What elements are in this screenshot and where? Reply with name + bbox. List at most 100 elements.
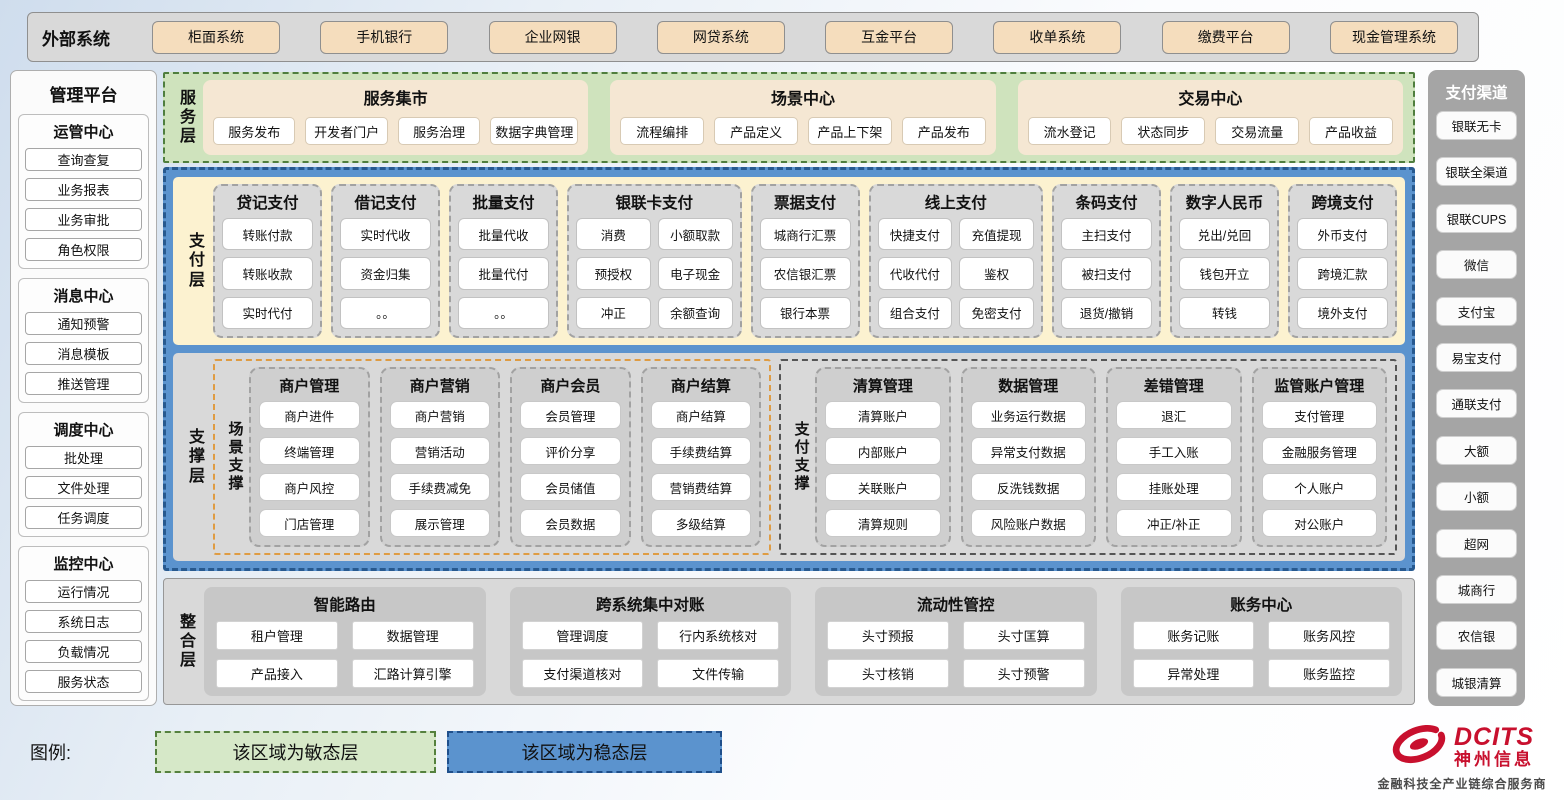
payment-item-button[interactable]: 快捷支付	[877, 218, 953, 251]
external-system-button[interactable]: 缴费平台	[1161, 20, 1290, 54]
channel-button[interactable]: 银联CUPS	[1436, 203, 1517, 233]
external-system-button[interactable]: 手机银行	[320, 20, 449, 54]
support-item-button[interactable]: 多级结算	[650, 509, 752, 537]
support-item-button[interactable]: 手续费减免	[389, 473, 491, 501]
management-item-button[interactable]: 批处理	[25, 446, 142, 469]
support-item-button[interactable]: 冲正/补正	[1116, 509, 1232, 537]
external-system-button[interactable]: 互金平台	[825, 20, 954, 54]
channel-button[interactable]: 农信银	[1436, 621, 1517, 651]
integration-item-button[interactable]: 账务风控	[1268, 621, 1390, 650]
support-item-button[interactable]: 会员数据	[520, 509, 621, 537]
service-item-button[interactable]: 数据字典管理	[490, 117, 579, 145]
channel-button[interactable]: 城银清算	[1436, 667, 1517, 697]
support-item-button[interactable]: 业务运行数据	[970, 401, 1087, 429]
integration-item-button[interactable]: 头寸预报	[827, 621, 949, 650]
payment-item-button[interactable]: 冲正	[576, 296, 651, 329]
management-item-button[interactable]: 任务调度	[25, 506, 142, 529]
integration-item-button[interactable]: 产品接入	[216, 659, 338, 688]
payment-item-button[interactable]: 预授权	[576, 257, 651, 290]
management-item-button[interactable]: 负载情况	[25, 640, 142, 663]
integration-item-button[interactable]: 汇路计算引擎	[351, 659, 474, 688]
support-item-button[interactable]: 金融服务管理	[1261, 437, 1377, 465]
service-item-button[interactable]: 状态同步	[1121, 117, 1206, 145]
integration-item-button[interactable]: 账务记账	[1132, 621, 1255, 650]
payment-item-button[interactable]: 跨境汇款	[1297, 257, 1389, 290]
support-item-button[interactable]: 关联账户	[825, 473, 941, 501]
payment-item-button[interactable]: 钱包开立	[1179, 257, 1271, 290]
payment-item-button[interactable]: 。。	[458, 296, 549, 329]
payment-item-button[interactable]: 小额取款	[657, 218, 733, 251]
payment-item-button[interactable]: 被扫支付	[1061, 257, 1153, 290]
service-item-button[interactable]: 开发者门户	[305, 117, 388, 145]
support-item-button[interactable]: 手工入账	[1116, 437, 1232, 465]
payment-item-button[interactable]: 银行本票	[759, 296, 851, 329]
management-item-button[interactable]: 业务审批	[25, 208, 142, 231]
support-item-button[interactable]: 商户进件	[259, 401, 360, 429]
service-item-button[interactable]: 产品上下架	[807, 117, 892, 145]
service-item-button[interactable]: 产品收益	[1309, 117, 1393, 145]
integration-item-button[interactable]: 文件传输	[657, 659, 779, 688]
external-system-button[interactable]: 现金管理系统	[1329, 20, 1458, 54]
channel-button[interactable]: 易宝支付	[1436, 343, 1517, 373]
payment-item-button[interactable]: 实时代收	[340, 218, 431, 251]
payment-item-button[interactable]: 外币支付	[1297, 218, 1389, 251]
management-item-button[interactable]: 消息模板	[25, 342, 142, 365]
support-item-button[interactable]: 清算账户	[825, 401, 941, 429]
channel-button[interactable]: 大额	[1436, 435, 1517, 465]
channel-button[interactable]: 小额	[1436, 482, 1517, 512]
integration-item-button[interactable]: 头寸匡算	[962, 621, 1085, 650]
channel-button[interactable]: 银联无卡	[1436, 111, 1517, 140]
integration-item-button[interactable]: 头寸核销	[827, 659, 949, 688]
payment-item-button[interactable]: 兑出/兑回	[1179, 218, 1271, 251]
payment-item-button[interactable]: 转钱	[1179, 296, 1271, 329]
payment-item-button[interactable]: 代收代付	[877, 257, 953, 290]
payment-item-button[interactable]: 余额查询	[657, 296, 733, 329]
support-item-button[interactable]: 会员储值	[520, 473, 621, 501]
management-item-button[interactable]: 推送管理	[25, 372, 142, 395]
support-item-button[interactable]: 手续费结算	[650, 437, 752, 465]
external-system-button[interactable]: 柜面系统	[152, 20, 280, 54]
support-item-button[interactable]: 营销费结算	[650, 473, 752, 501]
support-item-button[interactable]: 支付管理	[1261, 401, 1377, 429]
management-item-button[interactable]: 系统日志	[25, 610, 142, 633]
service-item-button[interactable]: 服务治理	[397, 117, 481, 145]
support-item-button[interactable]: 展示管理	[389, 509, 491, 537]
channel-button[interactable]: 支付宝	[1436, 296, 1517, 326]
support-item-button[interactable]: 风险账户数据	[970, 509, 1087, 537]
integration-item-button[interactable]: 数据管理	[351, 621, 474, 650]
channel-button[interactable]: 城商行	[1436, 575, 1517, 605]
integration-item-button[interactable]: 异常处理	[1132, 659, 1255, 688]
external-system-button[interactable]: 网贷系统	[656, 20, 785, 54]
channel-button[interactable]: 银联全渠道	[1436, 157, 1517, 187]
support-item-button[interactable]: 清算规则	[825, 509, 941, 537]
support-item-button[interactable]: 商户结算	[650, 401, 752, 429]
service-item-button[interactable]: 交易流量	[1215, 117, 1300, 145]
service-item-button[interactable]: 产品定义	[714, 117, 798, 145]
payment-item-button[interactable]: 。。	[340, 296, 431, 329]
payment-item-button[interactable]: 城商行汇票	[759, 218, 851, 251]
support-item-button[interactable]: 营销活动	[389, 437, 491, 465]
service-item-button[interactable]: 产品发布	[901, 117, 986, 145]
payment-item-button[interactable]: 转账收款	[222, 257, 313, 290]
support-item-button[interactable]: 商户营销	[389, 401, 491, 429]
external-system-button[interactable]: 企业网银	[488, 20, 617, 54]
integration-item-button[interactable]: 管理调度	[521, 621, 644, 650]
support-item-button[interactable]: 终端管理	[259, 437, 360, 465]
management-item-button[interactable]: 角色权限	[25, 238, 142, 261]
external-system-button[interactable]: 收单系统	[993, 20, 1122, 54]
integration-item-button[interactable]: 头寸预警	[962, 659, 1085, 688]
management-item-button[interactable]: 查询查复	[25, 148, 142, 171]
service-item-button[interactable]: 流程编排	[620, 117, 705, 145]
service-item-button[interactable]: 流水登记	[1027, 117, 1112, 145]
management-item-button[interactable]: 运行情况	[25, 580, 142, 603]
support-item-button[interactable]: 商户风控	[259, 473, 360, 501]
payment-item-button[interactable]: 充值提现	[959, 218, 1035, 251]
support-item-button[interactable]: 反洗钱数据	[970, 473, 1087, 501]
payment-item-button[interactable]: 农信银汇票	[759, 257, 851, 290]
support-item-button[interactable]: 挂账处理	[1116, 473, 1232, 501]
channel-button[interactable]: 超网	[1436, 528, 1517, 558]
payment-item-button[interactable]: 批量代付	[458, 257, 549, 290]
management-item-button[interactable]: 通知预警	[25, 312, 142, 335]
support-item-button[interactable]: 评价分享	[520, 437, 621, 465]
integration-item-button[interactable]: 租户管理	[216, 621, 338, 650]
